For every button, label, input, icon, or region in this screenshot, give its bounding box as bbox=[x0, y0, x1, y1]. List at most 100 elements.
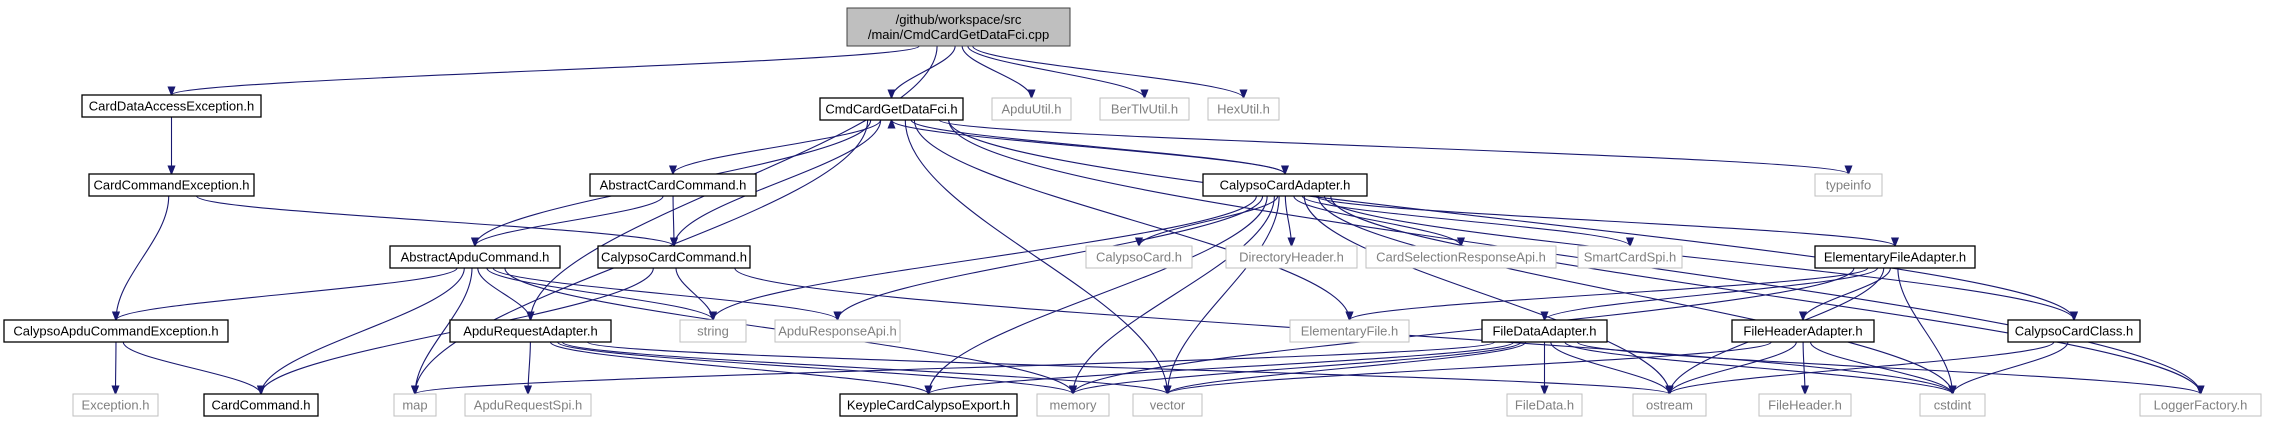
edge-cace-to-cardcmd bbox=[122, 341, 261, 394]
edge-ara-to-kcce bbox=[549, 341, 928, 394]
edge-acc-to-aac bbox=[475, 195, 664, 246]
node-label: vector bbox=[1150, 398, 1186, 413]
node-box bbox=[1814, 173, 1883, 197]
node-label: AbstractCardCommand.h bbox=[600, 178, 747, 193]
node-exception: Exception.h bbox=[72, 393, 159, 417]
node-box bbox=[1225, 245, 1358, 269]
node-box bbox=[1506, 393, 1583, 417]
edge-ara-to-ostream bbox=[586, 341, 1669, 394]
node-cardcmd[interactable]: CardCommand.h bbox=[203, 393, 319, 417]
edge-fda-to-memory bbox=[1073, 341, 1522, 394]
node-box bbox=[72, 393, 159, 417]
node-box bbox=[88, 173, 255, 197]
node-acc[interactable]: AbstractCardCommand.h bbox=[589, 173, 757, 197]
edge-cca-to-ccgdf bbox=[892, 120, 1286, 175]
node-aac[interactable]: AbstractApduCommand.h bbox=[389, 245, 561, 269]
node-box bbox=[1085, 245, 1193, 269]
nodes-layer: /github/workspace/src/main/CmdCardGetDat… bbox=[3, 7, 2262, 417]
edge-cca-to-kcce bbox=[929, 195, 1268, 394]
node-label: FileHeader.h bbox=[1768, 398, 1842, 413]
node-label: LoggerFactory.h bbox=[2154, 398, 2248, 413]
edge-cca-to-ccls bbox=[1323, 195, 2074, 320]
edge-root-to-cdae bbox=[172, 45, 920, 95]
node-label: ApduRequestSpi.h bbox=[474, 398, 582, 413]
node-box bbox=[1099, 97, 1190, 121]
edge-fda-to-ostream bbox=[1550, 341, 1670, 394]
edge-root-to-ccgdf bbox=[892, 45, 956, 98]
node-box bbox=[1036, 393, 1110, 417]
edge-ccgdf-to-vector bbox=[904, 119, 1167, 394]
edge-ccgdf-to-typeinfo bbox=[938, 119, 1848, 174]
node-filedata: FileData.h bbox=[1506, 393, 1583, 417]
edge-cca-to-csra bbox=[1293, 195, 1461, 246]
node-box bbox=[991, 97, 1072, 121]
edge-fha-to-vector bbox=[1168, 341, 1772, 394]
node-box bbox=[389, 245, 561, 269]
node-kcce[interactable]: KeypleCardCalypsoExport.h bbox=[839, 393, 1018, 417]
node-ara[interactable]: ApduRequestAdapter.h bbox=[449, 319, 612, 343]
node-label: Exception.h bbox=[82, 398, 150, 413]
node-csra: CardSelectionResponseApi.h bbox=[1365, 245, 1557, 269]
node-cace[interactable]: CalypsoApduCommandException.h bbox=[3, 319, 229, 343]
node-cca[interactable]: CalypsoCardAdapter.h bbox=[1202, 173, 1368, 197]
node-label: CalypsoCardCommand.h bbox=[601, 250, 747, 265]
edges-layer bbox=[116, 45, 2201, 394]
node-box bbox=[1289, 319, 1410, 343]
node-calypsocard: CalypsoCard.h bbox=[1085, 245, 1193, 269]
edge-fda-to-vector bbox=[1168, 341, 1527, 394]
node-bertlv: BerTlvUtil.h bbox=[1099, 97, 1190, 121]
node-root[interactable]: /github/workspace/src/main/CmdCardGetDat… bbox=[846, 7, 1071, 47]
node-ccls[interactable]: CalypsoCardClass.h bbox=[2007, 319, 2141, 343]
edge-efa-to-fda bbox=[1545, 267, 1879, 320]
node-box bbox=[203, 393, 319, 417]
edge-cca-to-efa bbox=[1314, 195, 1896, 246]
edge-fha-to-fileheader bbox=[1803, 341, 1805, 394]
node-label: CalypsoCard.h bbox=[1096, 250, 1182, 265]
node-label: /main/CmdCardGetDataFci.cpp bbox=[868, 27, 1049, 42]
node-fda[interactable]: FileDataAdapter.h bbox=[1481, 319, 1608, 343]
node-box bbox=[1758, 393, 1852, 417]
node-vector: vector bbox=[1132, 393, 1203, 417]
node-label: ostream bbox=[1646, 398, 1693, 413]
edge-ccls-to-cstdint bbox=[1953, 341, 2069, 394]
node-ccc[interactable]: CalypsoCardCommand.h bbox=[597, 245, 751, 269]
node-box bbox=[1202, 173, 1368, 197]
node-label: ElementaryFileAdapter.h bbox=[1824, 250, 1966, 265]
node-label: CardSelectionResponseApi.h bbox=[1376, 250, 1546, 265]
edge-ara-to-vector bbox=[561, 341, 1167, 394]
node-box bbox=[2139, 393, 2262, 417]
node-typeinfo: typeinfo bbox=[1814, 173, 1883, 197]
edge-ccls-to-ostream bbox=[1670, 341, 2055, 394]
node-loggerfactory: LoggerFactory.h bbox=[2139, 393, 2262, 417]
node-box bbox=[449, 319, 612, 343]
node-efa[interactable]: ElementaryFileAdapter.h bbox=[1814, 245, 1976, 269]
node-box bbox=[1577, 245, 1683, 269]
edge-efa-to-fha bbox=[1803, 267, 1891, 320]
edge-aac-to-cace bbox=[116, 267, 458, 320]
node-map: map bbox=[393, 393, 437, 417]
node-label: DirectoryHeader.h bbox=[1239, 250, 1344, 265]
node-dirheader: DirectoryHeader.h bbox=[1225, 245, 1358, 269]
node-label: CardDataAccessException.h bbox=[89, 99, 254, 114]
node-box bbox=[81, 94, 262, 118]
node-ccgdf[interactable]: CmdCardGetDataFci.h bbox=[819, 97, 964, 121]
node-cdae[interactable]: CardDataAccessException.h bbox=[81, 94, 262, 118]
node-label: FileData.h bbox=[1515, 398, 1574, 413]
node-label: typeinfo bbox=[1826, 178, 1872, 193]
node-label: map bbox=[402, 398, 427, 413]
edge-cca-to-dirheader bbox=[1284, 195, 1291, 246]
edge-cca-to-cstdint bbox=[1317, 195, 1952, 394]
edge-fda-to-kcce bbox=[929, 341, 1515, 394]
node-apduutil: ApduUtil.h bbox=[991, 97, 1072, 121]
edge-root-to-apduutil bbox=[961, 45, 1031, 98]
edge-root-to-bertlv bbox=[967, 45, 1145, 98]
node-cce[interactable]: CardCommandException.h bbox=[88, 173, 255, 197]
node-fha[interactable]: FileHeaderAdapter.h bbox=[1731, 319, 1875, 343]
node-label: /github/workspace/src bbox=[896, 12, 1022, 27]
node-label: string bbox=[697, 324, 729, 339]
edge-cce-to-cace bbox=[116, 195, 170, 320]
node-box bbox=[819, 97, 964, 121]
node-box bbox=[2007, 319, 2141, 343]
edge-fha-to-ostream bbox=[1670, 341, 1797, 394]
node-string: string bbox=[679, 319, 747, 343]
